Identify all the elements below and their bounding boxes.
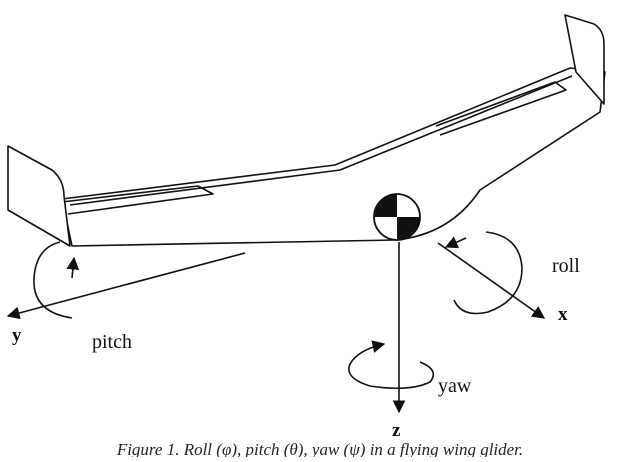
z-axis-label: z (392, 420, 401, 441)
right-elevon (435, 81, 567, 136)
right-winglet (564, 14, 605, 105)
wing-body (61, 67, 606, 247)
x-axis-arrow (437, 242, 546, 319)
left-elevon (61, 185, 214, 215)
pitch-label: pitch (92, 331, 132, 353)
left-winglet (7, 145, 71, 247)
x-axis-label: x (558, 304, 568, 325)
roll-label: roll (552, 255, 580, 277)
y-axis-arrow (6, 252, 246, 320)
roll-rotation-arrow (453, 231, 523, 315)
figure-caption: Figure 1. Roll (φ), pitch (θ), yaw (ψ) i… (116, 440, 524, 457)
y-axis-label: y (12, 325, 22, 346)
wing-leading-edge (69, 75, 573, 206)
yaw-label: yaw (438, 375, 472, 397)
yaw-rotation-arrow (348, 340, 435, 390)
center-of-gravity-icon (373, 193, 421, 241)
pitch-rotation-arrow (33, 241, 74, 319)
